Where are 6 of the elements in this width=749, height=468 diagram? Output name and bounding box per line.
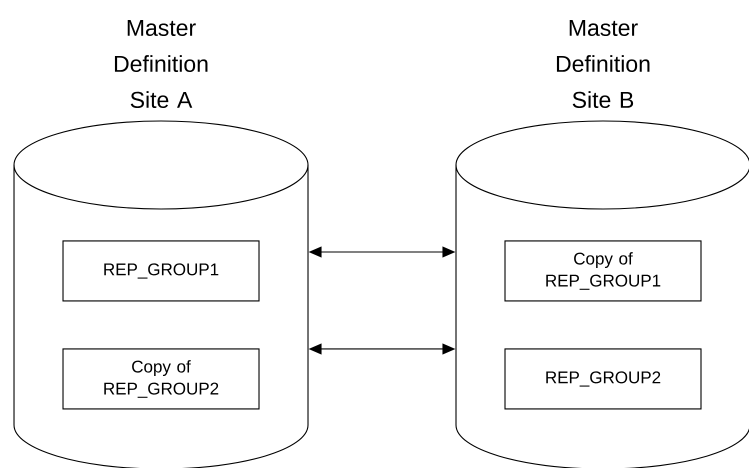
heading: Master Definition Site A [114, 20, 208, 108]
heading: Master Definition Site B [556, 20, 650, 108]
group-box: REP_GROUP1 [62, 240, 260, 302]
group-box: Copy of REP_GROUP2 [62, 348, 260, 410]
group-box: Copy of REP_GROUP1 [504, 240, 702, 302]
group-box: REP_GROUP2 [504, 348, 702, 410]
